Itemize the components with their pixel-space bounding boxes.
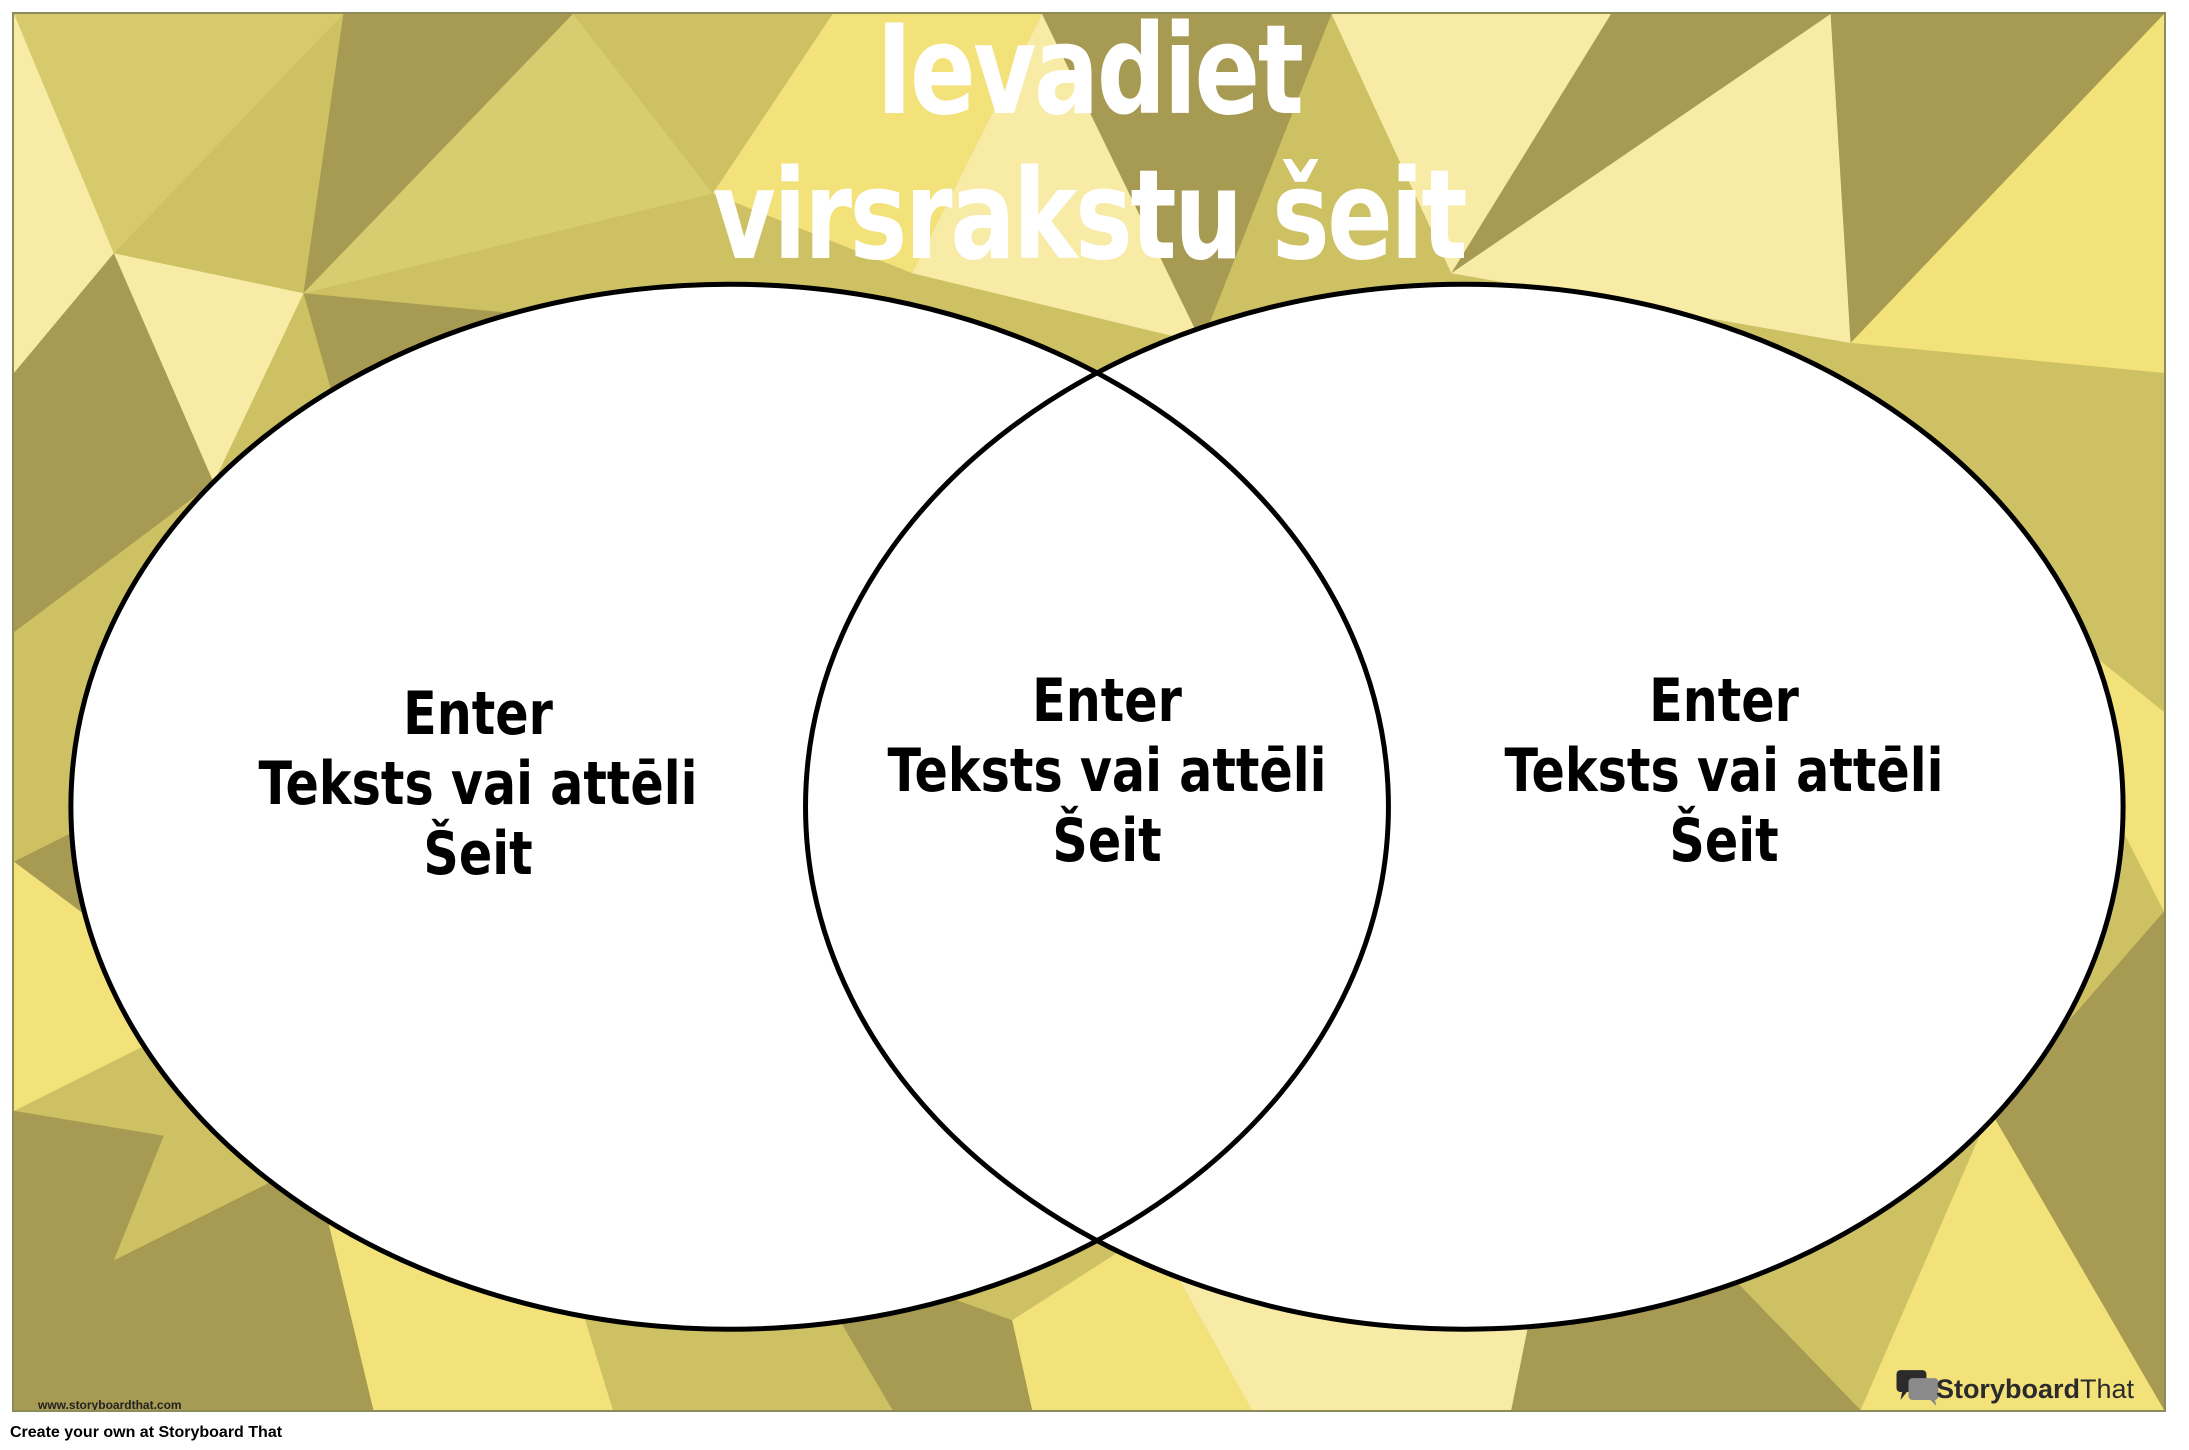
- brand-name-part-1: Storyboard: [1935, 1374, 2080, 1404]
- venn-diagram: [68, 281, 2126, 1332]
- poster-artwork: [14, 14, 2164, 1410]
- venn-right-outline: [803, 281, 2126, 1332]
- venn-left-label-line-1: Enter: [403, 679, 553, 749]
- venn-right-circle[interactable]: [805, 284, 2124, 1330]
- venn-left-outline: [68, 281, 1391, 1332]
- footer-credit[interactable]: Create your own at Storyboard That: [10, 1424, 283, 1441]
- venn-left-label-line-3: Šeit: [423, 819, 533, 889]
- venn-middle-label-line-3: Šeit: [1052, 806, 1162, 876]
- poster-title-line-1[interactable]: Ievadiet: [876, 12, 1304, 143]
- storyboardthat-logo: StoryboardThat: [1880, 1374, 2134, 1405]
- venn-right-label[interactable]: Enter Teksts vai attēli Šeit: [1470, 666, 1978, 876]
- venn-right-label-line-1: Enter: [1649, 666, 1799, 736]
- brand-name-part-2: That: [2079, 1374, 2134, 1404]
- speech-bubble-icon: [1896, 1370, 1939, 1407]
- watermark-site-url: www.storyboardthat.com: [38, 1398, 182, 1412]
- venn-left-label-line-2: Teksts vai attēli: [258, 749, 698, 819]
- venn-middle-label-line-1: Enter: [1032, 666, 1182, 736]
- venn-middle-label[interactable]: Enter Teksts vai attēli Šeit: [853, 666, 1361, 876]
- venn-left-label[interactable]: Enter Teksts vai attēli Šeit: [224, 679, 732, 889]
- venn-right-label-line-3: Šeit: [1669, 806, 1779, 876]
- poster-canvas: Ievadiet virsrakstu šeit Enter Teksts va…: [12, 12, 2166, 1412]
- venn-middle-label-line-2: Teksts vai attēli: [887, 736, 1327, 806]
- poster-title-line-2[interactable]: virsrakstu šeit: [712, 144, 1468, 288]
- venn-right-label-line-2: Teksts vai attēli: [1504, 736, 1944, 806]
